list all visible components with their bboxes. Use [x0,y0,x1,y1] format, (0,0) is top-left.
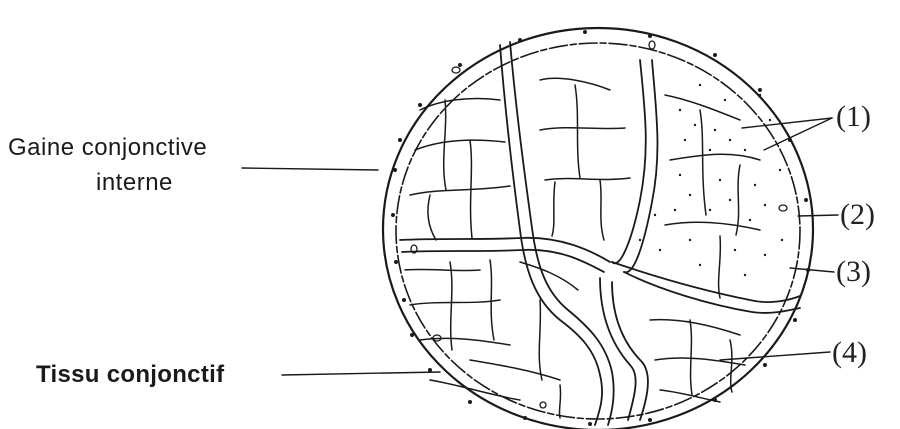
leader-2 [798,215,838,216]
stippling [639,84,783,276]
leader-4 [720,352,830,360]
callout-3: (3) [836,257,871,287]
leader-3 [790,268,834,272]
nerve-fibers-upper-left [410,78,630,240]
leader-gaine [242,168,378,170]
leader-1a [742,118,832,128]
label-gaine-conjonctive: Gaine conjonctive [8,136,207,160]
leader-1b [764,118,832,150]
nerve-fibers-lower [405,260,745,418]
callout-2: (2) [840,200,875,230]
nerve-fibers-right [665,95,760,298]
callout-4: (4) [832,338,867,368]
callout-1: (1) [836,102,871,132]
label-interne: interne [96,171,173,195]
label-tissu-conjonctif: Tissu conjonctif [36,363,224,387]
leader-tissu [282,372,440,375]
